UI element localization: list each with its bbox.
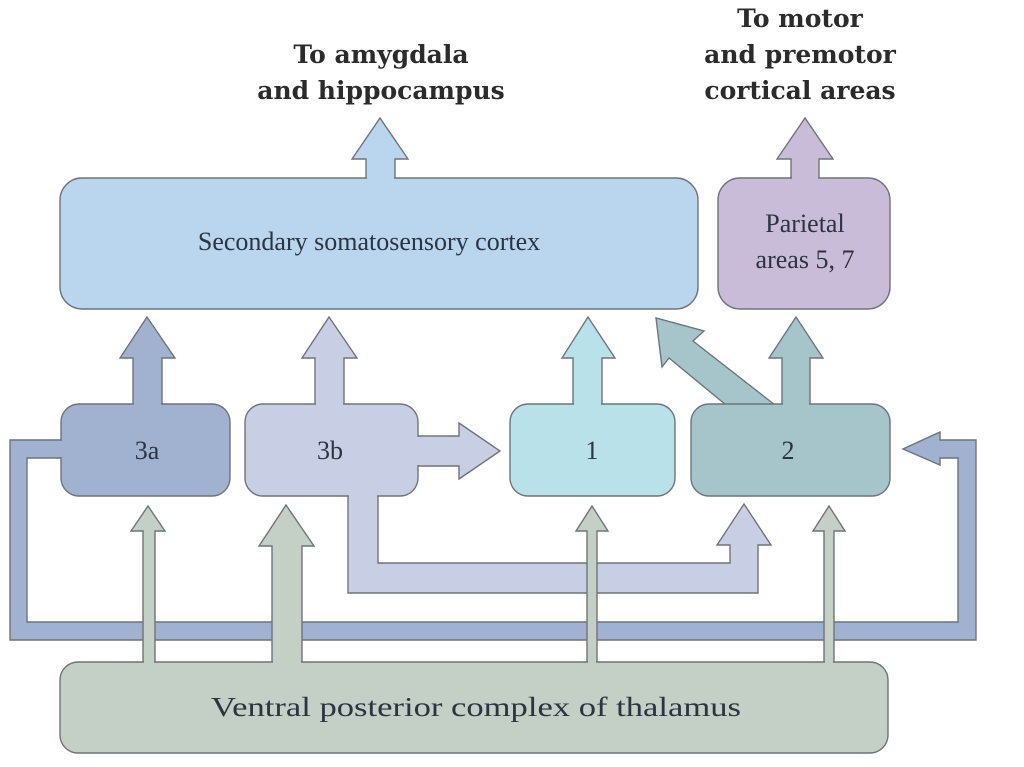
area-3b-label: 3b bbox=[317, 436, 343, 465]
joint-cover bbox=[349, 494, 377, 498]
arrow-2-to-secondary bbox=[655, 317, 778, 406]
joint-cover bbox=[144, 660, 154, 664]
amygdala-label-line2: and hippocampus bbox=[257, 76, 504, 105]
parietal-label-line1: Parietal bbox=[765, 209, 844, 238]
arrow-thalamus-to-3b bbox=[257, 503, 316, 663]
arrow-3b-to-2 bbox=[347, 494, 773, 594]
area-1-label: 1 bbox=[586, 436, 599, 465]
joint-cover bbox=[316, 402, 343, 406]
joint-cover bbox=[792, 177, 818, 180]
motor-label-line3: cortical areas bbox=[704, 76, 895, 105]
arrow-2-to-parietal bbox=[767, 315, 825, 406]
arrow-secondary-to-amygdala bbox=[350, 116, 410, 180]
joint-cover bbox=[134, 402, 161, 406]
joint-cover bbox=[574, 402, 601, 406]
amygdala-label-line1: To amygdala bbox=[293, 40, 468, 69]
arrow-1-to-secondary bbox=[560, 315, 617, 406]
parietal-label-line2: areas 5, 7 bbox=[756, 245, 855, 274]
motor-label-line1: To motor bbox=[737, 4, 863, 33]
arrow-3a-to-secondary bbox=[118, 315, 177, 406]
joint-cover bbox=[59, 441, 64, 457]
joint-cover bbox=[273, 660, 301, 664]
arrow-thalamus-to-1 bbox=[574, 504, 610, 663]
secondary-somatosensory-cortex-label: Secondary somatosensory cortex bbox=[198, 227, 540, 256]
arrow-3a-to-2 bbox=[9, 430, 977, 641]
joint-cover bbox=[367, 177, 394, 180]
arrow-3b-to-secondary bbox=[300, 315, 359, 406]
parietal-areas-box bbox=[717, 177, 891, 310]
joint-cover bbox=[825, 660, 833, 664]
thalamus-box bbox=[59, 661, 889, 754]
arrow-3b-to-1 bbox=[416, 421, 502, 481]
joint-cover bbox=[416, 437, 420, 465]
area-3a-label: 3a bbox=[135, 436, 160, 465]
motor-label-line2: and premotor bbox=[704, 40, 896, 69]
thalamus-label: Ventral posterior complex of thalamus bbox=[211, 692, 741, 722]
joint-cover bbox=[783, 402, 809, 406]
area-2-label: 2 bbox=[782, 436, 795, 465]
joint-cover bbox=[588, 660, 596, 664]
arrow-thalamus-to-3a bbox=[129, 504, 167, 663]
arrow-thalamus-to-2 bbox=[811, 504, 847, 663]
arrow-parietal-to-motor bbox=[775, 116, 835, 180]
